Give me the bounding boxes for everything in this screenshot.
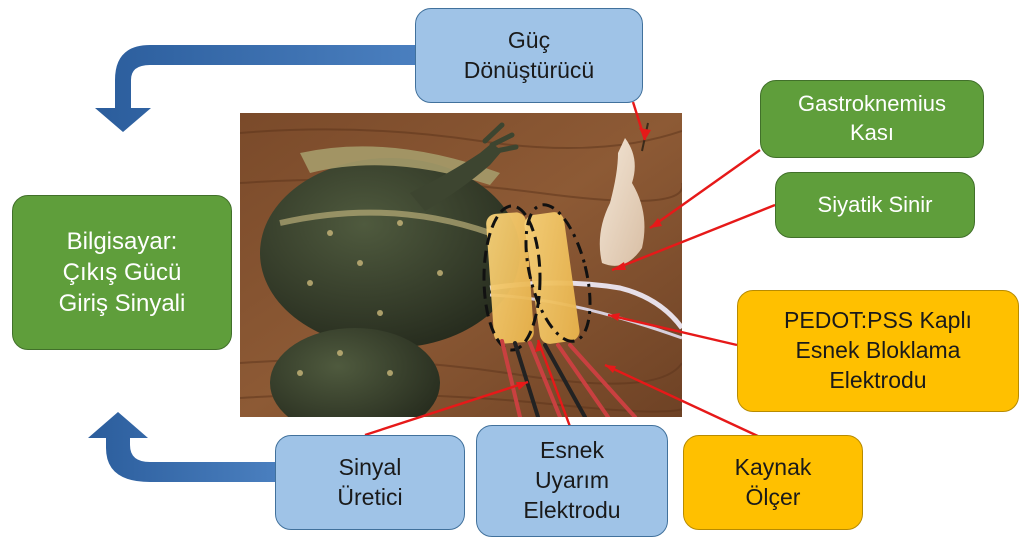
gastrocnemius-line-2: Kası bbox=[850, 119, 894, 148]
blocking-electrode-line-2: Esnek Bloklama bbox=[796, 336, 961, 366]
bottom-loop-arrow bbox=[88, 412, 275, 482]
power-converter-label: Güç Dönüştürücü bbox=[415, 8, 643, 103]
signal-generator-line-1: Sinyal bbox=[339, 453, 402, 483]
computer-line-2: Çıkış Gücü bbox=[63, 257, 182, 288]
sciatic-line-1: Siyatik Sinir bbox=[818, 191, 933, 220]
source-meter-label: Kaynak Ölçer bbox=[683, 435, 863, 530]
signal-generator-label: Sinyal Üretici bbox=[275, 435, 465, 530]
power-converter-line-1: Güç bbox=[508, 26, 550, 56]
blocking-electrode-label: PEDOT:PSS Kaplı Esnek Bloklama Elektrodu bbox=[737, 290, 1019, 412]
power-converter-line-2: Dönüştürücü bbox=[464, 56, 594, 86]
computer-line-3: Giriş Sinyali bbox=[59, 288, 186, 319]
blocking-electrode-line-3: Elektrodu bbox=[829, 366, 926, 396]
stimulation-electrode-label: Esnek Uyarım Elektrodu bbox=[476, 425, 668, 537]
gastrocnemius-label: Gastroknemius Kası bbox=[760, 80, 984, 158]
signal-generator-line-2: Üretici bbox=[337, 483, 402, 513]
gastrocnemius-line-1: Gastroknemius bbox=[798, 90, 946, 119]
sciatic-nerve-label: Siyatik Sinir bbox=[775, 172, 975, 238]
stimulation-electrode-line-2: Uyarım bbox=[535, 466, 609, 496]
source-meter-line-2: Ölçer bbox=[746, 483, 801, 513]
source-meter-line-1: Kaynak bbox=[735, 453, 812, 483]
computer-label: Bilgisayar: Çıkış Gücü Giriş Sinyali bbox=[12, 195, 232, 350]
blocking-electrode-line-1: PEDOT:PSS Kaplı bbox=[784, 306, 972, 336]
frog-body bbox=[260, 158, 520, 348]
stimulation-electrode-line-3: Elektrodu bbox=[523, 496, 620, 526]
computer-line-1: Bilgisayar: bbox=[67, 226, 178, 257]
frog-specimen-photo bbox=[240, 113, 682, 417]
stimulation-electrode-line-1: Esnek bbox=[540, 436, 604, 466]
